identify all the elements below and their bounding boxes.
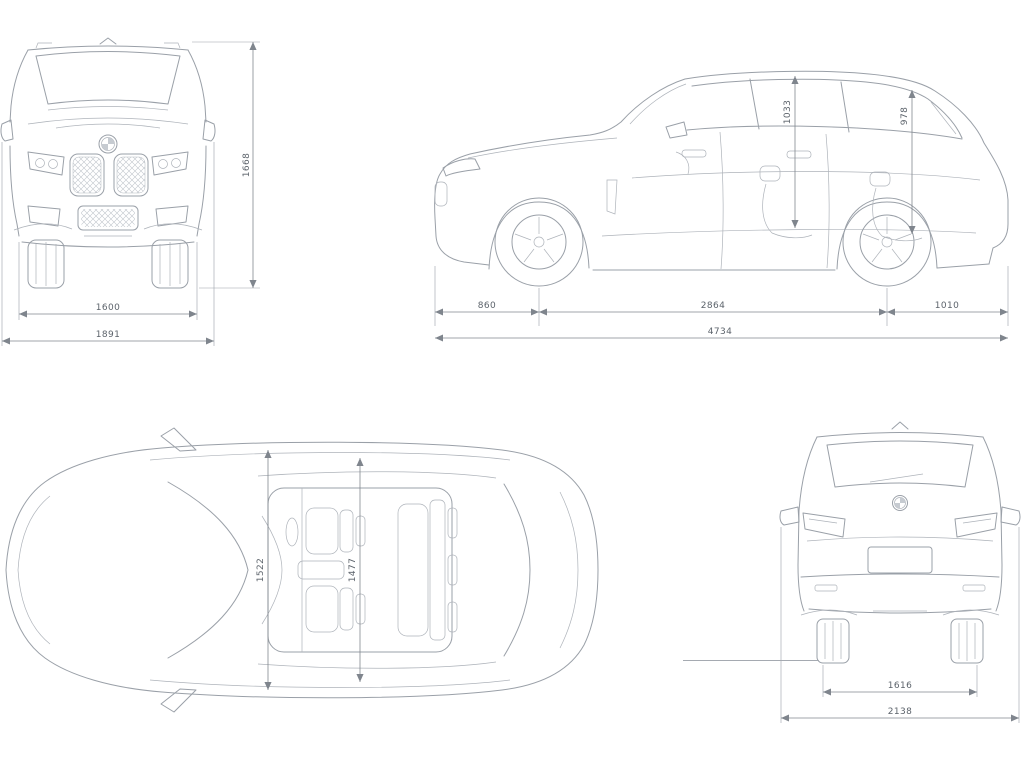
- license-plate: [867, 546, 933, 574]
- top-dimensions: 1522 1477: [256, 450, 364, 690]
- windshield-plan: [167, 481, 249, 659]
- beltline: [686, 125, 963, 140]
- antenna-fin-rear: [891, 421, 909, 430]
- front-car-outline: [0, 37, 216, 289]
- dim-front-track: 1600: [96, 303, 121, 313]
- dim-front-width: 1891: [96, 330, 121, 340]
- glass-top: [691, 78, 963, 139]
- right-headlight: [151, 151, 189, 176]
- left-air-intake: [27, 205, 61, 227]
- rear-car-outline: [779, 421, 1021, 664]
- rear-door-line: [825, 133, 830, 269]
- rear-window: [826, 440, 974, 488]
- ground-line: [683, 660, 819, 661]
- right-reflector: [962, 584, 986, 592]
- left-mirror-plan: [160, 427, 197, 452]
- b-pillar: [749, 78, 760, 130]
- front-left-wheel: [27, 239, 65, 289]
- side-view: 1033 978 860 2864 1010 4734: [434, 70, 1009, 342]
- rear-bench: [397, 499, 458, 641]
- rear-view: 1616 2138: [779, 421, 1021, 723]
- right-mirror: [202, 119, 216, 142]
- roof-rails: [35, 42, 181, 49]
- rear-window-plan: [503, 483, 531, 657]
- dim-front-interior-width: 1522: [256, 558, 266, 583]
- rear-wiper: [869, 473, 924, 483]
- dim-front-overhang: 860: [478, 301, 496, 311]
- passenger-seat: [305, 585, 366, 633]
- center-console: [297, 560, 345, 580]
- dim-rear-overhang: 1010: [935, 301, 960, 311]
- right-mirror-plan: [160, 688, 197, 713]
- right-mirror-rear: [1000, 506, 1021, 526]
- front-seat: [759, 165, 813, 239]
- left-mirror: [0, 119, 14, 142]
- left-reflector: [814, 584, 838, 592]
- right-air-intake: [155, 205, 189, 227]
- rear-wheel-arch: [836, 201, 938, 270]
- driver-seat: [305, 507, 366, 555]
- dim-front-interior-height: 1033: [783, 100, 793, 125]
- dim-overall-length: 4734: [708, 327, 733, 337]
- rear-door-handle: [786, 150, 812, 159]
- rear-wheel: [842, 197, 932, 287]
- dim-front-height: 1668: [242, 153, 252, 178]
- left-mirror-rear: [779, 506, 800, 526]
- dim-rear-track: 1616: [888, 681, 913, 691]
- dim-wheelbase: 2864: [701, 301, 726, 311]
- left-taillight: [802, 512, 846, 538]
- windshield: [35, 51, 181, 105]
- kidney-grille: [69, 153, 149, 197]
- c-pillar: [840, 81, 850, 133]
- side-dimensions: 1033 978 860 2864 1010 4734: [434, 76, 1009, 342]
- rear-left-wheel: [816, 618, 850, 664]
- front-right-wheel: [151, 239, 189, 289]
- front-door-line: [719, 131, 724, 270]
- top-view: 1522 1477: [5, 427, 599, 713]
- rear-seat: [869, 171, 923, 242]
- bmw-roundel-icon: [98, 134, 118, 154]
- left-headlight: [27, 151, 65, 176]
- side-car-outline: [434, 70, 1009, 287]
- top-car-outline: [5, 427, 599, 713]
- headlight: [442, 158, 481, 177]
- front-dimensions: 1668 1600 1891: [1, 41, 260, 346]
- side-mirror: [665, 121, 688, 139]
- front-view: 1668 1600 1891: [0, 37, 260, 346]
- dim-rear-interior-width: 1477: [348, 558, 358, 583]
- rear-right-wheel: [950, 618, 984, 664]
- dashboard: [261, 515, 283, 625]
- front-wheel: [494, 197, 584, 287]
- dim-rear-interior-height: 978: [900, 107, 910, 125]
- front-door-handle: [681, 149, 707, 158]
- grille-side: [434, 181, 448, 207]
- right-taillight: [954, 512, 998, 538]
- antenna-fin: [99, 37, 117, 45]
- bmw-roundel-rear-icon: [892, 495, 908, 511]
- steering-wheel-plan: [285, 517, 299, 547]
- front-wheel-arch: [488, 201, 590, 270]
- steering-wheel: [675, 151, 690, 175]
- dim-rear-width: 2138: [888, 707, 913, 717]
- rear-dimensions: 1616 2138: [780, 527, 1020, 723]
- center-intake: [77, 205, 139, 231]
